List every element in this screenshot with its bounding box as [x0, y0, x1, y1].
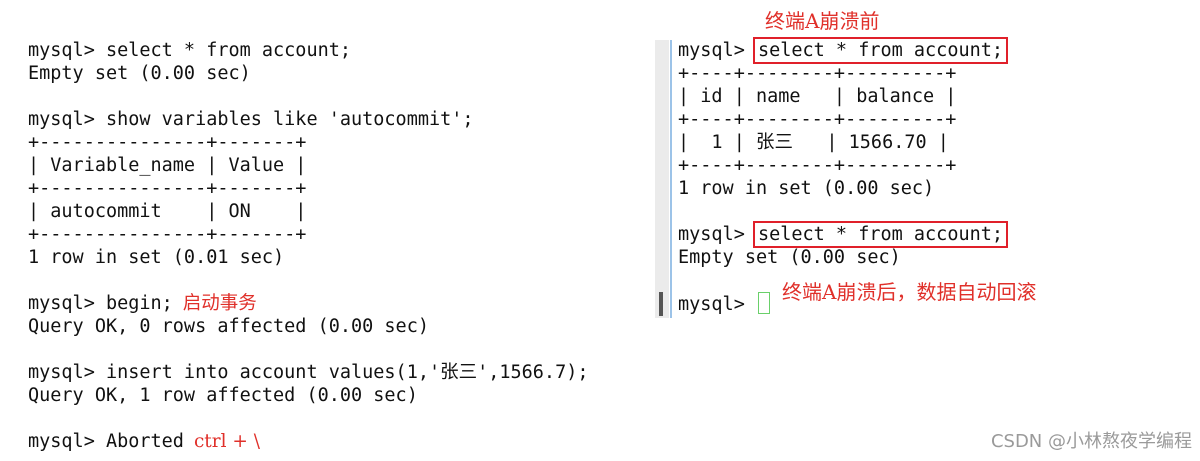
gutter-divider: [670, 40, 672, 318]
terminal-line: mysql> select * from account;: [678, 221, 1009, 248]
terminal-line: mysql> select * from account;: [28, 40, 352, 61]
table-line: +----+--------+---------+: [678, 63, 957, 84]
terminal-line: mysql> show variables like 'autocommit';: [28, 109, 474, 130]
terminal-line: [28, 338, 588, 361]
terminal-line: [28, 269, 588, 292]
watermark: CSDN @小林熬夜学编程: [990, 431, 1192, 452]
table-line: | id | name | balance |: [678, 86, 957, 107]
terminal-line: mysql>: [678, 292, 1005, 315]
cursor[interactable]: [757, 292, 770, 314]
terminal-line: +---------------+-------+: [28, 224, 307, 245]
terminal-line: Empty set (0.00 sec): [678, 247, 901, 268]
table-line: +----+--------+---------+: [678, 155, 957, 176]
terminal-line: | Variable_name | Value |: [28, 155, 307, 176]
terminal-line: mysql> begin; 启动事务: [28, 292, 588, 315]
begin-command: mysql> begin;: [28, 293, 173, 314]
terminal-line: +---------------+-------+: [28, 178, 307, 199]
left-terminal-output: mysql> select * from account;Empty set (…: [28, 39, 588, 453]
terminal-line: mysql> select * from account;: [678, 37, 1009, 64]
terminal-line: Empty set (0.00 sec): [28, 63, 251, 84]
table-line: +----+--------+---------+: [678, 109, 957, 130]
after-crash-annotation: 终端A崩溃后，数据自动回滚: [782, 280, 1037, 304]
terminal-line: 1 row in set (0.00 sec): [678, 178, 935, 199]
aborted-line: mysql> Aborted: [28, 431, 184, 452]
begin-annotation: 启动事务: [182, 293, 257, 314]
abort-annotation: ctrl + \: [193, 431, 260, 452]
terminal-line: mysql> insert into account values(1,'张三'…: [28, 362, 589, 383]
highlighted-query: select * from account;: [752, 37, 1009, 64]
terminal-line: [28, 85, 588, 108]
terminal-line: | autocommit | ON |: [28, 201, 307, 222]
prompt: mysql>: [678, 224, 756, 245]
terminal-line: Query OK, 1 row affected (0.00 sec): [28, 385, 418, 406]
before-crash-title: 终端A崩溃前: [765, 9, 880, 33]
prompt: mysql>: [678, 294, 756, 315]
prompt: mysql>: [678, 40, 756, 61]
table-line: | 1 | 张三 | 1566.70 |: [678, 132, 949, 153]
terminal-line: +---------------+-------+: [28, 132, 307, 153]
right-terminal-output: mysql> select * from account;+----+-----…: [678, 37, 1009, 315]
highlighted-query: select * from account;: [752, 221, 1009, 248]
terminal-line: Query OK, 0 rows affected (0.00 sec): [28, 316, 429, 337]
terminal-line: 1 row in set (0.01 sec): [28, 247, 285, 268]
terminal-line: [28, 407, 588, 430]
terminal-gutter: [655, 40, 669, 318]
scroll-marker[interactable]: [659, 292, 663, 316]
terminal-line: mysql> Aborted ctrl + \: [28, 430, 588, 453]
